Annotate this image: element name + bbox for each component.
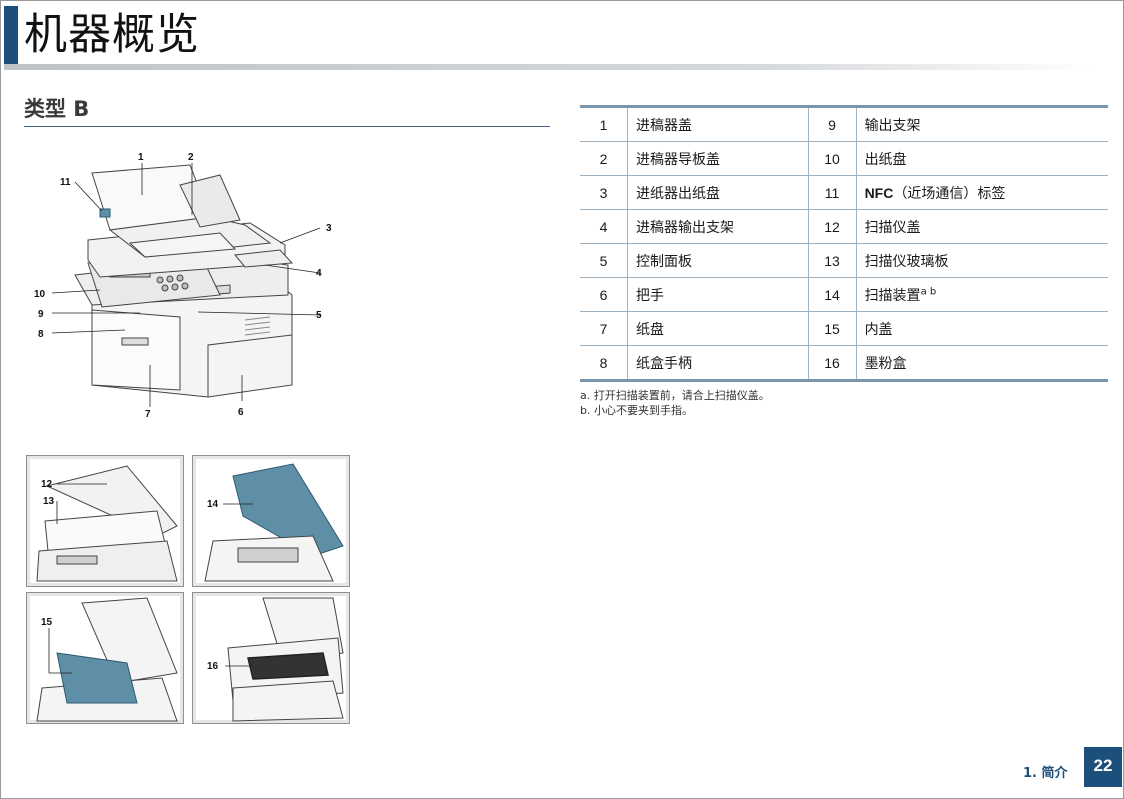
callout-7: 7: [145, 409, 151, 420]
part-number: 14: [808, 277, 857, 312]
callout-8: 8: [38, 329, 44, 340]
part-number: 4: [580, 209, 628, 244]
callout-10: 10: [34, 289, 46, 300]
callout-2: 2: [188, 152, 194, 163]
page-title: 机器概览: [24, 10, 200, 60]
part-number: 3: [580, 175, 628, 210]
table-row: 5 控制面板 13 扫描仪玻璃板: [580, 243, 1108, 278]
nfc-label: NFC: [864, 184, 894, 201]
part-name: 扫描仪盖: [856, 209, 1108, 244]
part-name: 进纸器出纸盘: [627, 175, 809, 210]
part-number: 5: [580, 243, 628, 278]
inset-inner-cover: 15: [26, 592, 184, 724]
table-row: 8 纸盒手柄 16 墨粉盒: [580, 345, 1108, 381]
part-number: 9: [808, 106, 857, 142]
part-name: 把手: [627, 277, 809, 312]
callout-9: 9: [38, 309, 44, 320]
part-number: 8: [580, 345, 628, 381]
inset-scanner-lid: 12 13: [26, 455, 184, 587]
callout-3: 3: [326, 223, 332, 234]
inset-toner: 16: [192, 592, 350, 724]
part-name: 输出支架: [856, 106, 1108, 142]
part-number: 7: [580, 311, 628, 346]
footnote-marker: a b: [920, 285, 937, 297]
title-accent-bar: [4, 6, 18, 64]
part-number: 12: [808, 209, 857, 244]
callout-13: 13: [43, 496, 55, 507]
table-row: 4 进稿器输出支架 12 扫描仪盖: [580, 209, 1108, 244]
part-name: 进稿器输出支架: [627, 209, 809, 244]
part-number: 13: [808, 243, 857, 278]
part-name: NFC（近场通信）标签: [856, 175, 1108, 210]
callout-5: 5: [316, 310, 322, 321]
part-name: 墨粉盒: [864, 355, 907, 372]
part-number: 2: [580, 141, 628, 176]
nfc-description: （近场通信）标签: [893, 185, 1006, 202]
part-name: 出纸盘: [856, 141, 1108, 176]
part-name: 纸盒手柄: [627, 345, 809, 381]
callout-16: 16: [207, 661, 219, 672]
part-name: 内盖: [856, 311, 1108, 346]
part-number: 6: [580, 277, 628, 312]
part-number: 10: [808, 141, 857, 176]
table-row: 6 把手 14 扫描装置a b: [580, 277, 1108, 312]
part-number: 16: [808, 345, 857, 381]
section-title: 类型 B: [24, 97, 90, 121]
part-name: 进稿器盖: [627, 106, 809, 142]
part-name: 进稿器导板盖: [627, 141, 809, 176]
footnotes: a. 打开扫描装置前，请合上扫描仪盖。 b. 小心不要夹到手指。: [580, 388, 770, 418]
callout-1: 1: [138, 152, 144, 163]
callout-14: 14: [207, 499, 219, 510]
part-name: 纸盘: [627, 311, 809, 346]
footnote-a: a. 打开扫描装置前，请合上扫描仪盖。: [580, 389, 770, 402]
part-number: 11: [808, 175, 857, 210]
part-name: 扫描装置a b: [856, 277, 1108, 312]
title-divider: [4, 64, 1094, 70]
part-number: 15: [808, 311, 857, 346]
inset-scanner-unit: 14: [192, 455, 350, 587]
page-number: 22: [1084, 747, 1122, 787]
section-divider: [24, 126, 550, 127]
callout-6: 6: [238, 407, 244, 418]
footnote-b: b. 小心不要夹到手指。: [580, 404, 693, 417]
callout-4: 4: [316, 268, 322, 279]
callout-11: 11: [60, 177, 71, 188]
table-row: 7 纸盘 15 内盖: [580, 311, 1108, 346]
printer-illustration: 1 2 3 4 5 6 7 8 9 10 11: [34, 152, 332, 420]
part-number: 1: [580, 106, 628, 142]
part-name: 扫描仪玻璃板: [856, 243, 1108, 278]
footer-section-link[interactable]: 1. 简介: [1023, 766, 1068, 781]
table-row: 2 进稿器导板盖 10 出纸盘: [580, 141, 1108, 176]
callout-15: 15: [41, 617, 53, 628]
table-row: 1 进稿器盖 9 输出支架: [580, 106, 1108, 142]
scan-unit-label: 扫描装置: [864, 287, 921, 304]
table-row: 3 进纸器出纸盘 11 NFC（近场通信）标签: [580, 175, 1108, 210]
parts-table: 1 进稿器盖 9 输出支架 2 进稿器导板盖 10 出纸盘 3 进纸器出纸盘 1…: [580, 105, 1108, 382]
part-name: 控制面板: [627, 243, 809, 278]
callout-12: 12: [41, 479, 53, 490]
